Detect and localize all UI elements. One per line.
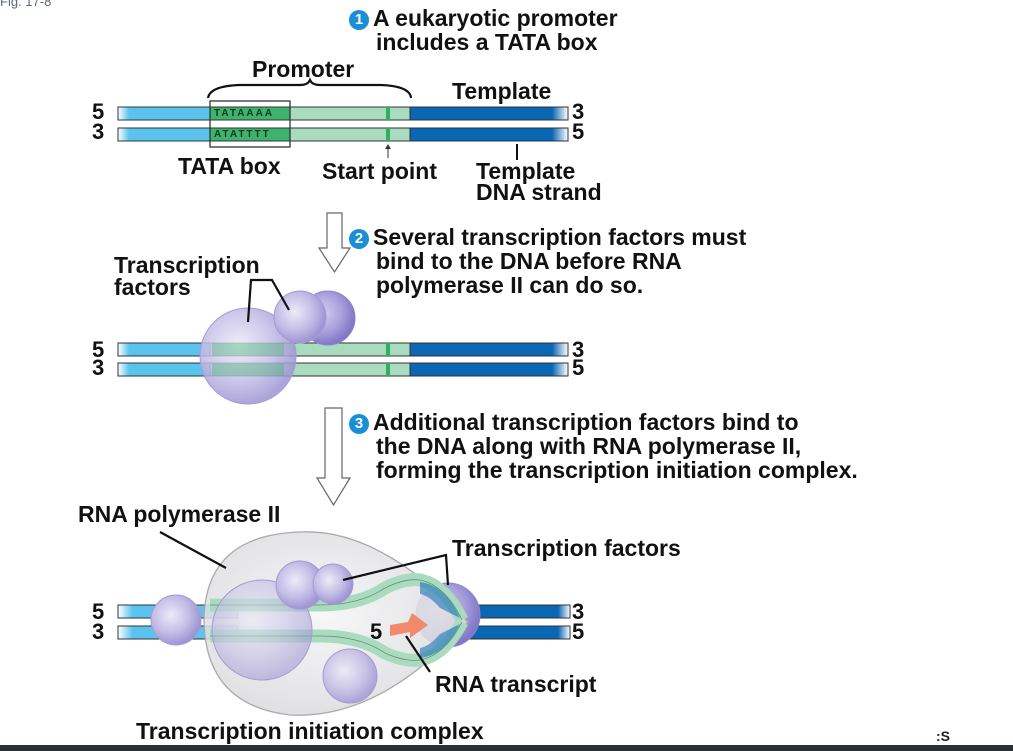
tata-box-frame bbox=[209, 100, 291, 148]
step-arrow-2 bbox=[315, 407, 352, 507]
step-3-badge: 3 bbox=[349, 414, 369, 434]
transcription-factors-label-2: factors bbox=[114, 274, 191, 300]
p3-end-3-left: 3 bbox=[92, 619, 105, 644]
transcription-factors-label-3: Transcription factors bbox=[452, 535, 681, 561]
p3-end-3-right: 3 bbox=[572, 599, 585, 624]
factor-front bbox=[273, 290, 327, 344]
panel2-dna bbox=[117, 278, 569, 405]
p1-bot-promoter bbox=[289, 127, 411, 142]
p1-top-start bbox=[386, 107, 390, 120]
tf-top-b bbox=[312, 563, 354, 605]
p1-end-5-right: 5 bbox=[572, 119, 585, 144]
initiation-complex-label: Transcription initiation complex bbox=[136, 718, 484, 744]
rna-transcript-label: RNA transcript bbox=[435, 671, 597, 697]
figure-label: Fig. 17-8 bbox=[0, 0, 52, 9]
p1-top-promoter bbox=[289, 106, 411, 121]
tf-left-small bbox=[150, 594, 202, 646]
p2-end-5-right: 5 bbox=[572, 355, 585, 380]
promoter-brace bbox=[206, 77, 413, 99]
rna-5-end: 5 bbox=[370, 619, 383, 644]
template-strand-label-2: DNA strand bbox=[476, 179, 602, 205]
tf-bottom bbox=[322, 648, 378, 704]
promoter-label: Promoter bbox=[252, 56, 355, 82]
p1-bot-lightblue bbox=[117, 127, 211, 142]
tata-sequence-top: TATAAAA bbox=[214, 108, 275, 119]
step-arrow-1 bbox=[317, 212, 352, 274]
panel3-complex bbox=[117, 531, 571, 716]
rna-transcript-arrow bbox=[390, 613, 428, 638]
p2-end-3-left: 3 bbox=[92, 355, 105, 380]
p3-end-5-left: 5 bbox=[92, 599, 105, 624]
p1-end-3-right: 3 bbox=[572, 99, 585, 124]
polymerase-pointer bbox=[159, 531, 227, 569]
rna-pointer bbox=[405, 635, 431, 673]
rna-polymerase-label: RNA polymerase II bbox=[78, 501, 281, 527]
step-1-badge: 1 bbox=[349, 10, 369, 30]
template-strand-label-1: Template bbox=[476, 158, 576, 184]
factors3-pointer bbox=[342, 553, 450, 586]
p1-top-template bbox=[409, 106, 569, 121]
p1-end-3-left: 3 bbox=[92, 119, 105, 144]
p1-end-5-left: 5 bbox=[92, 99, 105, 124]
step-2-badge: 2 bbox=[349, 229, 369, 249]
p2-end-3-right: 3 bbox=[572, 337, 585, 362]
p1-bot-template bbox=[409, 127, 569, 142]
template-label: Template bbox=[452, 78, 552, 104]
p3-end-5-right: 5 bbox=[572, 619, 585, 644]
p2-end-5-left: 5 bbox=[92, 337, 105, 362]
panel1-dna bbox=[117, 77, 569, 160]
p1-top-lightblue bbox=[117, 106, 211, 121]
corner-text: :S bbox=[936, 728, 950, 744]
transcription-factors-label-1: Transcription bbox=[114, 252, 260, 278]
bottom-bar bbox=[0, 745, 1013, 751]
start-point-label: Start point bbox=[322, 158, 437, 184]
tata-sequence-bottom: ATATTTT bbox=[214, 129, 271, 140]
p1-bot-start bbox=[386, 128, 390, 141]
factors-pointer bbox=[246, 278, 290, 323]
tata-box-label: TATA box bbox=[178, 153, 281, 179]
